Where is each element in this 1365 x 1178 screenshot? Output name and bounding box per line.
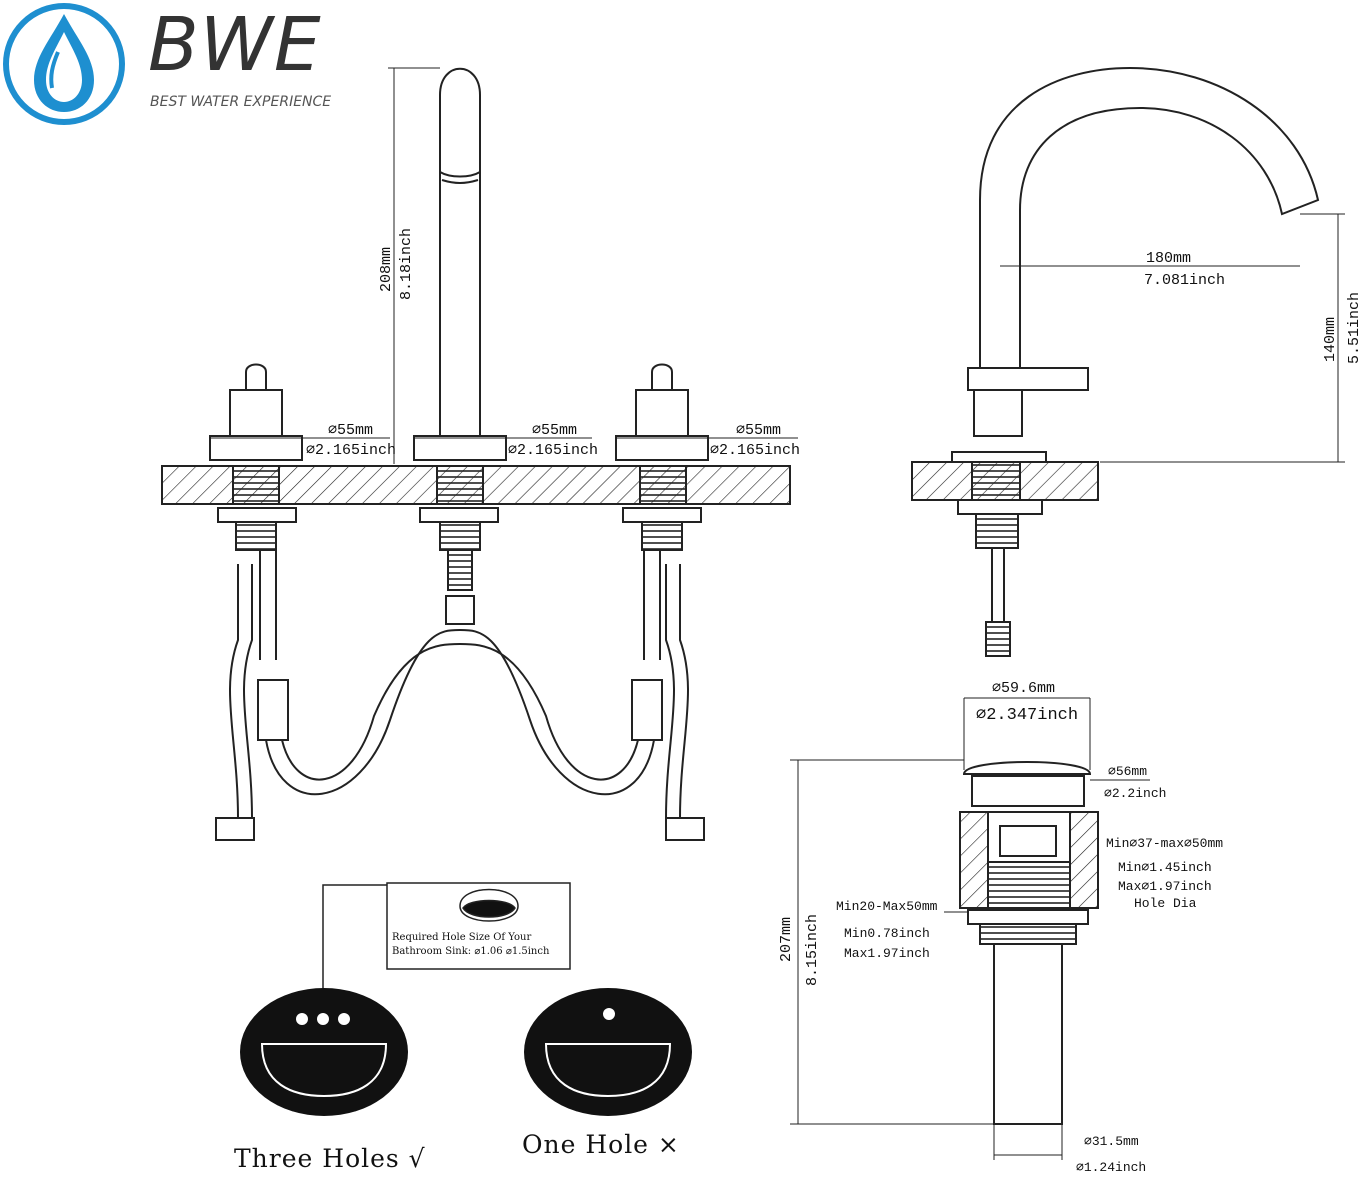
spout-height-in-label: 8.18inch <box>398 227 415 300</box>
right-base-mm-label: ⌀55mm <box>736 422 782 439</box>
tailpiece-in-label: ⌀1.24inch <box>1076 1160 1147 1175</box>
drain-drawing <box>959 761 1099 1125</box>
drain-flange-mm-label: ⌀56mm <box>1108 764 1148 779</box>
drain-dimension-lines <box>790 697 1150 1160</box>
side-height-mm-label: 140mm <box>1322 316 1339 362</box>
hole-min-label: Min⌀1.45inch <box>1118 860 1212 875</box>
hole-max-label: Max⌀1.97inch <box>1118 879 1212 894</box>
logo-title: BWE <box>148 2 322 88</box>
side-dimension-lines <box>1000 213 1345 463</box>
drain-height-mm-label: 207mm <box>778 916 795 962</box>
hole-range-label: Min⌀37-max⌀50mm <box>1106 836 1224 851</box>
side-view-drawing <box>911 66 1320 657</box>
one-hole-caption: One Hole × <box>522 1130 680 1159</box>
front-view-drawing <box>161 67 791 841</box>
one-hole-sink <box>524 988 692 1116</box>
three-holes-caption: Three Holes √ <box>234 1144 426 1173</box>
drain-flange-in-label: ⌀2.2inch <box>1104 786 1167 801</box>
front-dimension-lines <box>210 67 798 464</box>
right-base-in-label: ⌀2.165inch <box>710 442 801 459</box>
left-base-mm-label: ⌀55mm <box>328 422 374 439</box>
hole-note-line2: Bathroom Sink: ⌀1.06 ⌀1.5inch <box>392 946 550 957</box>
three-hole-sink <box>240 988 408 1116</box>
thickness-min-label: Min0.78inch <box>844 926 930 941</box>
thickness-max-label: Max1.97inch <box>844 946 930 961</box>
spout-height-mm-label: 208mm <box>378 246 395 292</box>
hole-dia-label: Hole Dia <box>1134 896 1197 911</box>
center-base-mm-label: ⌀55mm <box>532 422 578 439</box>
thickness-range-label: Min20-Max50mm <box>836 899 938 914</box>
logo-subtitle: BEST WATER EXPERIENCE <box>150 94 332 110</box>
left-base-in-label: ⌀2.165inch <box>306 442 397 459</box>
drain-height-in-label: 8.15inch <box>804 913 821 986</box>
reach-mm-label: 180mm <box>1146 250 1192 267</box>
water-drop-icon <box>3 3 125 125</box>
reach-in-label: 7.081inch <box>1144 272 1226 289</box>
hole-note-box <box>322 882 571 990</box>
center-base-in-label: ⌀2.165inch <box>508 442 599 459</box>
drain-cap-mm-label: ⌀59.6mm <box>992 680 1056 697</box>
hole-note-line1: Required Hole Size Of Your <box>392 932 532 943</box>
side-height-in-label: 5.51inch <box>1346 291 1363 364</box>
tailpiece-mm-label: ⌀31.5mm <box>1084 1134 1139 1149</box>
drain-cap-in-label: ⌀2.347inch <box>976 706 1079 725</box>
